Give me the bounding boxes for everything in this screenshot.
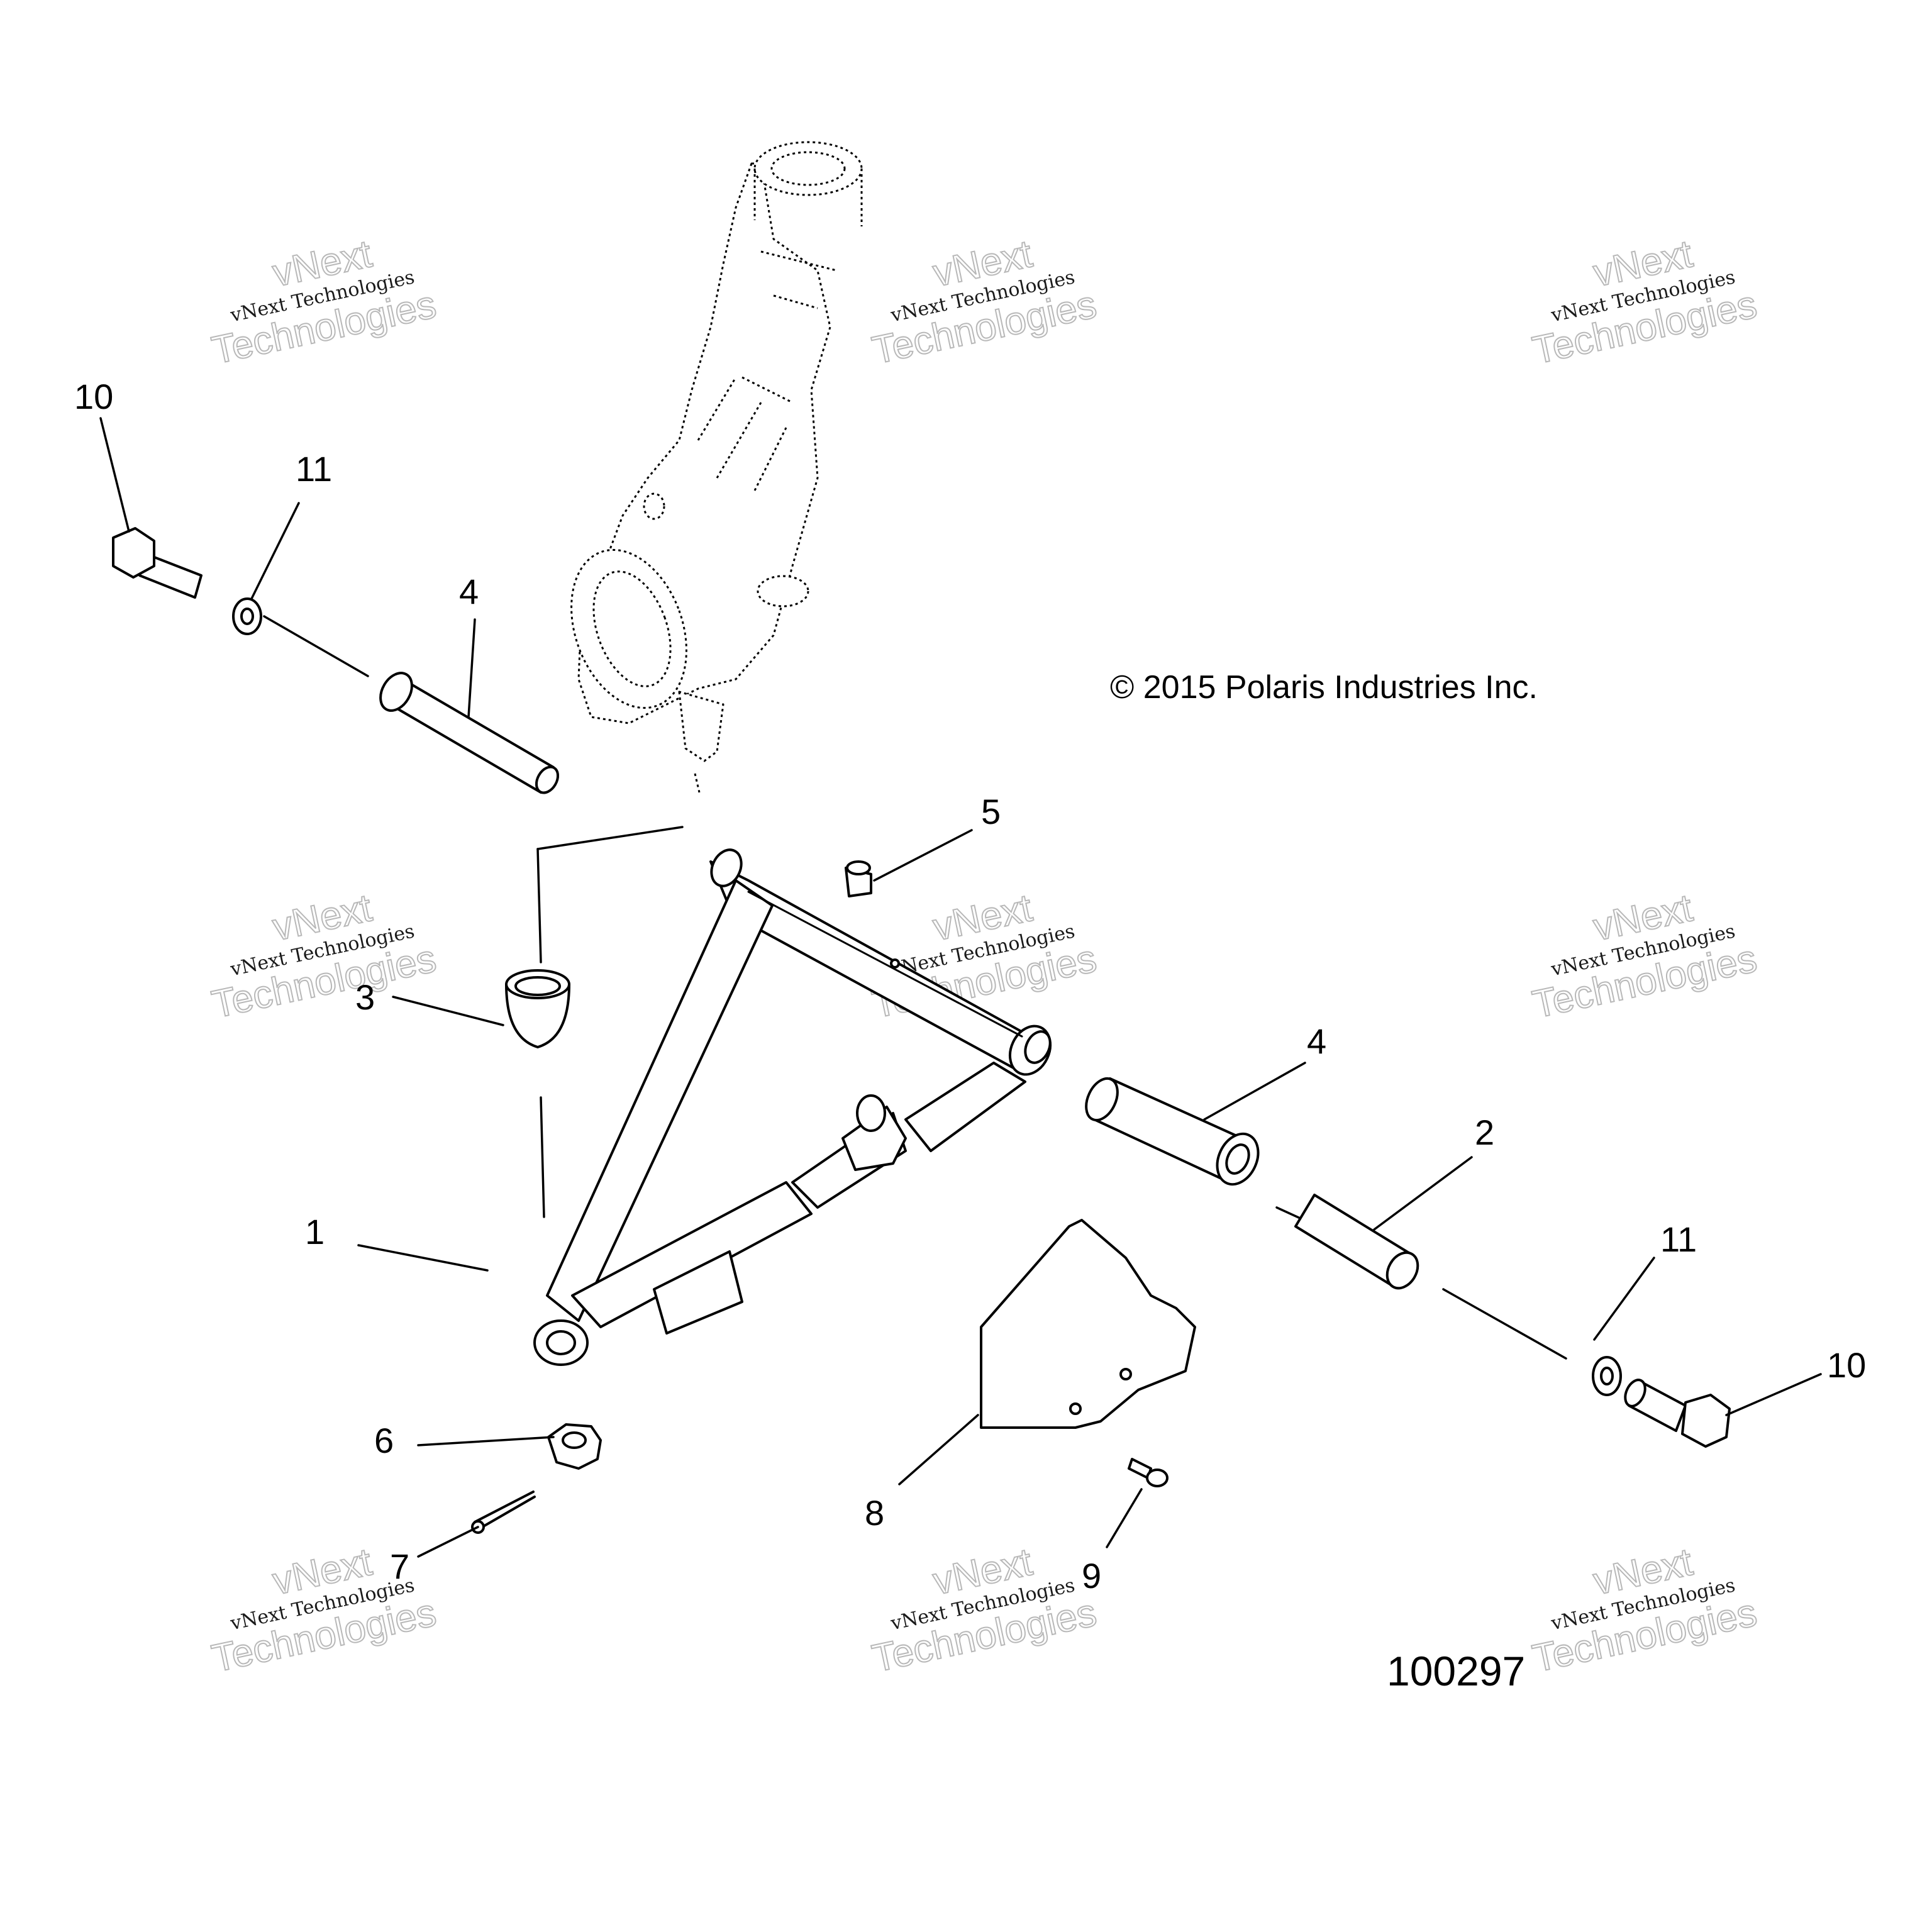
pivot-shaft bbox=[1294, 1194, 1419, 1290]
watermark: vNext vNext Technologies Technologies bbox=[208, 886, 440, 1027]
callout-6: 6 bbox=[374, 1421, 394, 1460]
drawing-number: 100297 bbox=[1387, 1648, 1525, 1694]
washer-upper bbox=[232, 597, 262, 635]
callout-1: 1 bbox=[305, 1212, 325, 1252]
watermark-group: vNext vNext Technologies Technologies vN… bbox=[208, 231, 1761, 1681]
callout-11-upper: 11 bbox=[296, 449, 332, 489]
bolt-lower bbox=[1624, 1379, 1731, 1448]
watermark: vNext vNext Technologies Technologies bbox=[1528, 231, 1761, 373]
callout-11-lower: 11 bbox=[1660, 1219, 1697, 1259]
watermark: vNext vNext Technologies Technologies bbox=[1528, 1540, 1761, 1681]
callout-5: 5 bbox=[981, 792, 1001, 831]
callout-10-lower: 10 bbox=[1827, 1345, 1866, 1385]
bolt-upper bbox=[112, 527, 203, 599]
callout-9: 9 bbox=[1082, 1556, 1101, 1596]
callout-7: 7 bbox=[390, 1546, 409, 1586]
callout-10-upper: 10 bbox=[74, 377, 113, 416]
grease-fitting bbox=[845, 860, 872, 897]
watermark: vNext vNext Technologies Technologies bbox=[868, 1540, 1101, 1681]
steering-knuckle bbox=[570, 141, 863, 793]
screw bbox=[1128, 1458, 1169, 1487]
callout-3: 3 bbox=[355, 977, 375, 1017]
copyright-notice: © 2015 Polaris Industries Inc. bbox=[1110, 669, 1538, 706]
leader-lines bbox=[99, 417, 1822, 1558]
callout-2: 2 bbox=[1475, 1113, 1494, 1152]
watermark: vNext vNext Technologies Technologies bbox=[868, 886, 1101, 1027]
callouts: 10 11 4 5 3 1 4 2 11 10 6 7 8 9 bbox=[74, 377, 1866, 1596]
bushing-upper bbox=[379, 672, 560, 794]
cup bbox=[505, 969, 570, 1048]
watermark: vNext vNext Technologies Technologies bbox=[208, 231, 440, 373]
watermark: vNext vNext Technologies Technologies bbox=[1528, 886, 1761, 1027]
washer-lower bbox=[1592, 1356, 1622, 1396]
castle-nut bbox=[547, 1423, 602, 1470]
bushing-lower bbox=[1085, 1077, 1260, 1186]
a-arm bbox=[533, 848, 1052, 1366]
cotter-pin bbox=[471, 1491, 536, 1534]
callout-4-upper: 4 bbox=[459, 572, 479, 611]
guard-plate bbox=[980, 1219, 1196, 1429]
watermark: vNext vNext Technologies Technologies bbox=[868, 231, 1101, 373]
callout-8: 8 bbox=[865, 1493, 884, 1533]
callout-4-lower: 4 bbox=[1307, 1021, 1326, 1061]
